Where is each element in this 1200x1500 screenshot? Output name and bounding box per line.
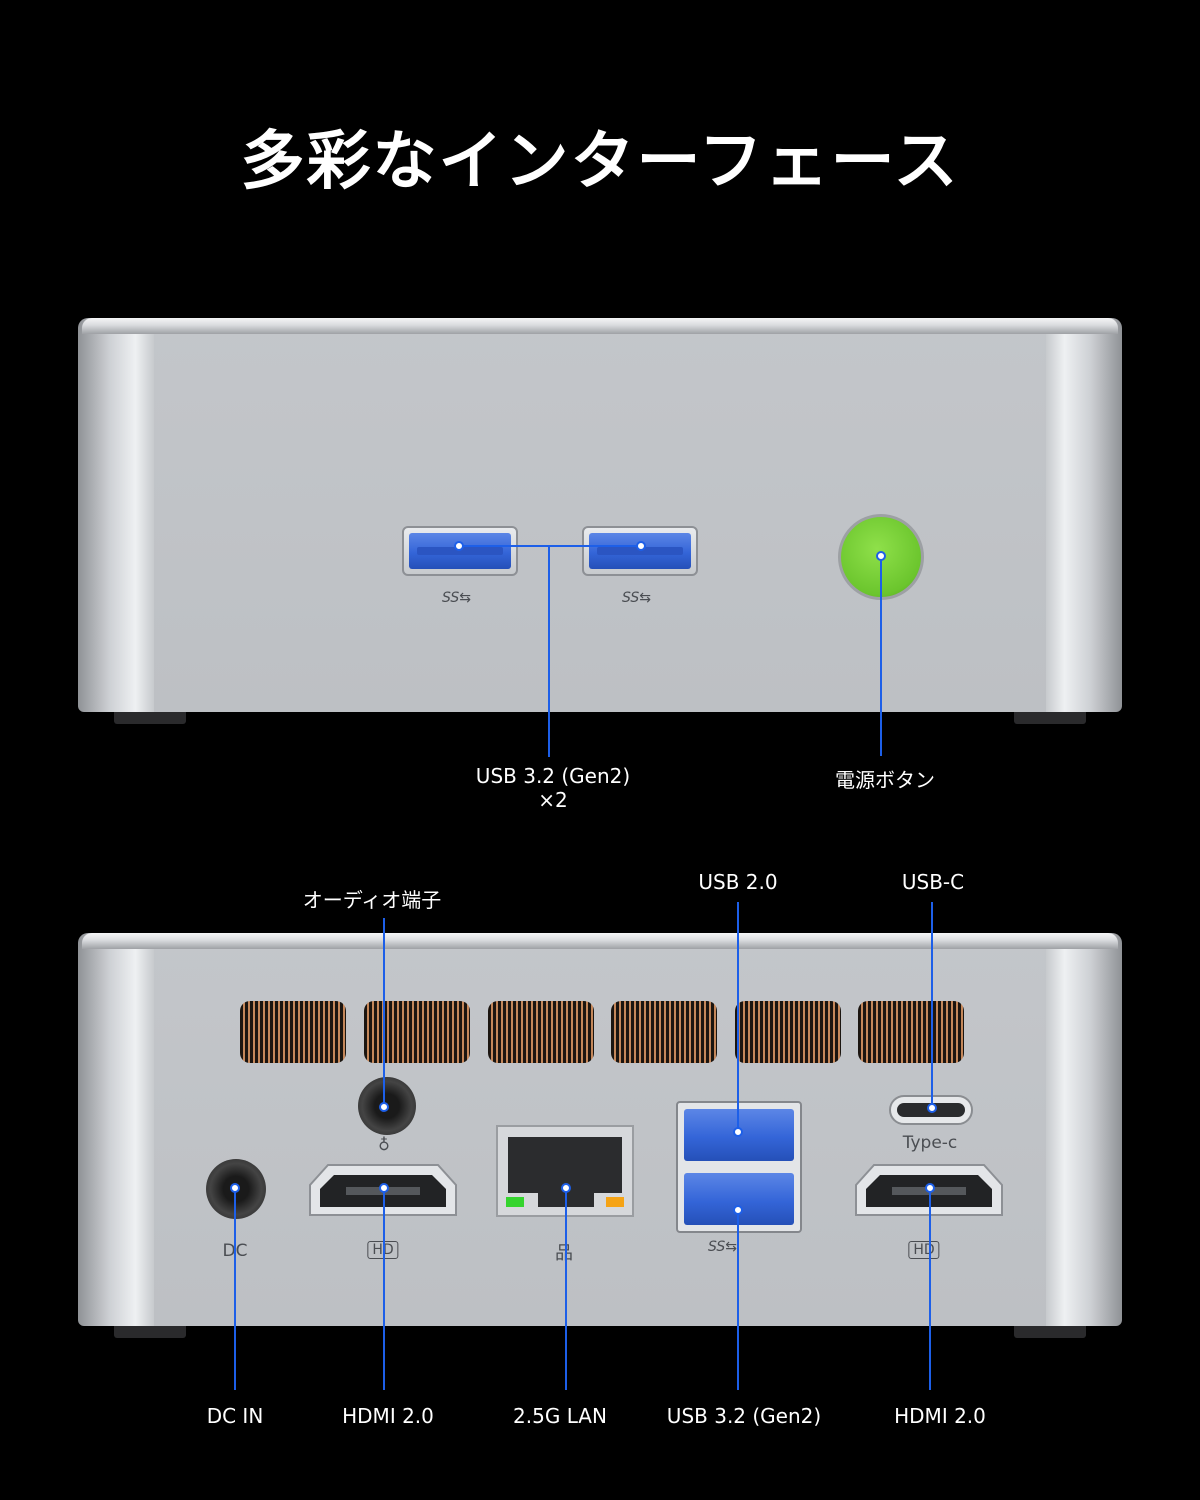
callout-dot [379,1183,389,1193]
callout-line-usb20 [737,902,739,1132]
vent-grille [735,1001,841,1063]
callout-dot [230,1183,240,1193]
usb-port-insert [589,533,691,569]
network-icon: 品 [555,1243,573,1264]
mini-pc-back-view: ♁ DC HD 品 SS⇆ Type-c HD [78,933,1122,1338]
callout-label-dc-in: DC IN [206,1404,264,1428]
callout-dot [927,1103,937,1113]
callout-dot [733,1127,743,1137]
superspeed-usb-icon: SS⇆ [708,1239,738,1255]
vent-grille [488,1001,594,1063]
callout-line-power [880,556,882,756]
callout-line-hdmi-right [929,1188,931,1390]
callout-line-audio [383,918,385,1108]
rubber-foot [114,712,186,724]
rubber-foot [1014,1326,1086,1338]
callout-label-usb32-back: USB 3.2 (Gen2) [666,1404,822,1428]
vent-grille [611,1001,717,1063]
mini-pc-front-view: SS⇆ SS⇆ [78,318,1122,724]
callout-label-lan: 2.5G LAN [513,1404,607,1428]
superspeed-usb-icon: SS⇆ [442,590,472,606]
callout-line-lan [565,1188,567,1390]
callout-dot [379,1102,389,1112]
hd-icon: HD [908,1241,940,1259]
callout-label-hdmi-left: HDMI 2.0 [342,1404,434,1428]
vent-grille [858,1001,964,1063]
callout-label-line: USB 3.2 (Gen2) [475,764,631,788]
callout-label-hdmi-right: HDMI 2.0 [894,1404,986,1428]
rubber-foot [1014,712,1086,724]
callout-dot [876,551,886,561]
callout-label-audio: オーディオ端子 [302,888,442,912]
chassis-top-edge [82,318,1118,334]
callout-dot [636,541,646,551]
chassis-top-edge [82,933,1118,949]
callout-line-dc-in [234,1188,236,1390]
callout-line-hdmi-left [383,1188,385,1390]
typec-label: Type-c [902,1133,958,1153]
callout-label-line: ×2 [538,788,568,812]
superspeed-usb-icon: SS⇆ [622,590,652,606]
link-led-green [506,1197,524,1207]
usb-port-insert [409,533,511,569]
callout-label-usb32-front: USB 3.2 (Gen2) ×2 [476,764,630,812]
callout-line-usbc [931,902,933,1108]
front-panel [154,318,1046,712]
callout-dot [454,541,464,551]
callout-line-usb32-back [737,1210,739,1390]
callout-dot [925,1183,935,1193]
callout-label-usbc: USB-C [901,870,965,894]
rubber-foot [114,1326,186,1338]
usb-3-2-port-1 [402,526,518,576]
vent-grille [364,1001,470,1063]
usb-3-2-port [684,1173,794,1225]
page-title: 多彩なインターフェース [240,125,960,199]
usb-3-2-port-2 [582,526,698,576]
callout-dot [561,1183,571,1193]
vent-grille [240,1001,346,1063]
callout-dot [733,1205,743,1215]
headphone-icon: ♁ [378,1135,390,1154]
callout-label-usb20: USB 2.0 [698,870,778,894]
callout-line-usb32 [548,545,550,757]
callout-label-power: 電源ボタン [835,768,935,792]
activity-led-orange [606,1197,624,1207]
